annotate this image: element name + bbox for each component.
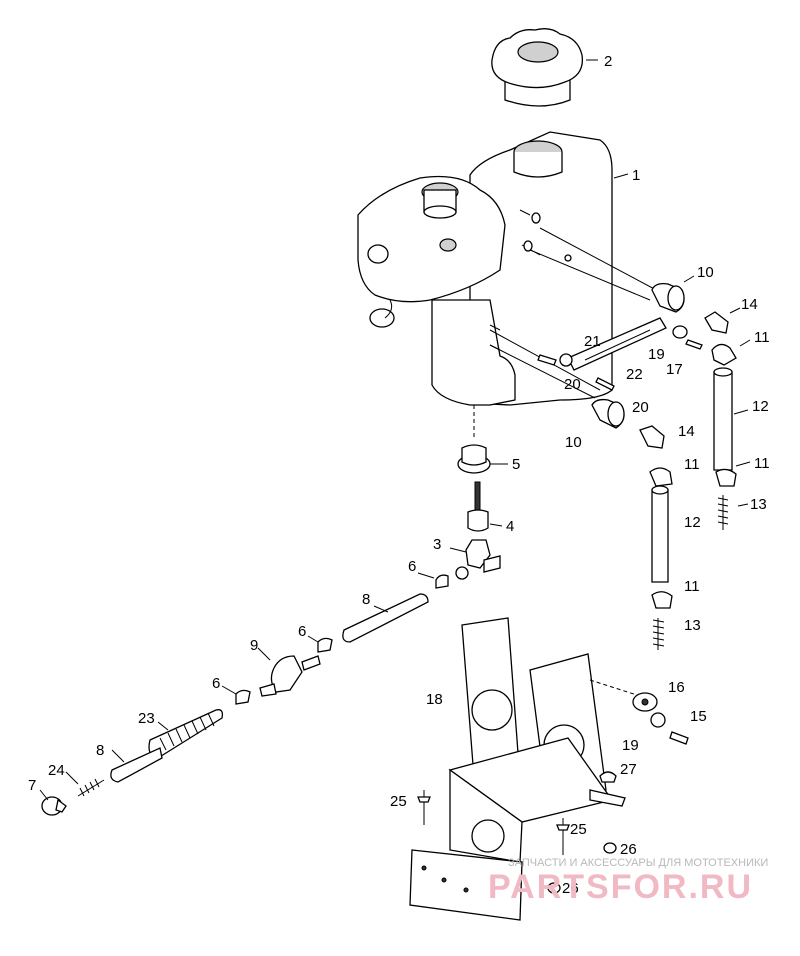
callout-20-upper: 20 xyxy=(564,376,581,393)
fitting-and-tap xyxy=(455,481,501,580)
callout-17: 17 xyxy=(666,361,683,378)
callout-15: 15 xyxy=(690,708,707,725)
bracket-assembly xyxy=(537,317,703,391)
leader-lines xyxy=(39,59,751,801)
callout-13-right: 13 xyxy=(750,496,767,513)
callout-26-right: 26 xyxy=(620,841,637,858)
callout-11-mid: 11 xyxy=(684,456,700,473)
callout-8-low: 8 xyxy=(96,742,104,759)
watermark-brand: PARTSFOR.RU xyxy=(488,868,753,906)
callout-14-lower: 14 xyxy=(678,423,695,440)
upper-line-assembly xyxy=(529,227,737,530)
callout-11-right: 11 xyxy=(754,455,770,472)
callout-24: 24 xyxy=(48,762,65,779)
watermark-tagline: ЗАПЧАСТИ И АКСЕССУАРЫ ДЛЯ МОТОТЕХНИКИ xyxy=(508,857,768,869)
callout-19-upper: 19 xyxy=(648,346,665,363)
callout-20-lower: 20 xyxy=(632,399,649,416)
callout-10-upper: 10 xyxy=(697,264,714,281)
callout-13-lower: 13 xyxy=(684,617,701,634)
callout-6-mid: 6 xyxy=(298,623,306,640)
callout-10-lower: 10 xyxy=(565,434,582,451)
callout-1: 1 xyxy=(632,167,640,184)
callout-labels: 2 1 10 14 11 21 19 17 22 20 12 20 14 10 … xyxy=(28,53,770,897)
callout-19-lower: 19 xyxy=(622,737,639,754)
callout-16: 16 xyxy=(668,679,685,696)
callout-12-right: 12 xyxy=(752,398,769,415)
watermark: ЗАПЧАСТИ И АКСЕССУАРЫ ДЛЯ МОТОТЕХНИКИ PA… xyxy=(488,857,768,906)
callout-5: 5 xyxy=(512,456,520,473)
callout-11-lower: 11 xyxy=(684,578,700,595)
fuel-hose-assembly xyxy=(41,574,449,816)
callout-7: 7 xyxy=(28,777,36,794)
callout-23: 23 xyxy=(138,710,155,727)
callout-21: 21 xyxy=(584,333,601,350)
callout-6-top: 6 xyxy=(408,558,416,575)
callout-22: 22 xyxy=(626,366,643,383)
callout-12-mid: 12 xyxy=(684,514,701,531)
callout-26-bottom: 26 xyxy=(562,880,579,897)
callout-27: 27 xyxy=(620,761,637,778)
callout-11-upper: 11 xyxy=(754,329,770,346)
mounting-hardware xyxy=(417,692,689,894)
callout-8-top: 8 xyxy=(362,591,370,608)
callout-14-upper: 14 xyxy=(741,296,758,313)
grommet xyxy=(457,405,491,474)
oil-tank xyxy=(357,131,613,406)
callout-25-left: 25 xyxy=(390,793,407,810)
callout-2: 2 xyxy=(604,53,612,70)
callout-18: 18 xyxy=(426,691,443,708)
lower-line-assembly xyxy=(489,329,673,650)
callout-4: 4 xyxy=(506,518,514,535)
callout-25-right: 25 xyxy=(570,821,587,838)
tank-cap xyxy=(491,28,584,107)
callout-9: 9 xyxy=(250,637,258,654)
callout-3: 3 xyxy=(433,536,441,553)
callout-6-low: 6 xyxy=(212,675,220,692)
stand-bracket xyxy=(409,617,641,921)
